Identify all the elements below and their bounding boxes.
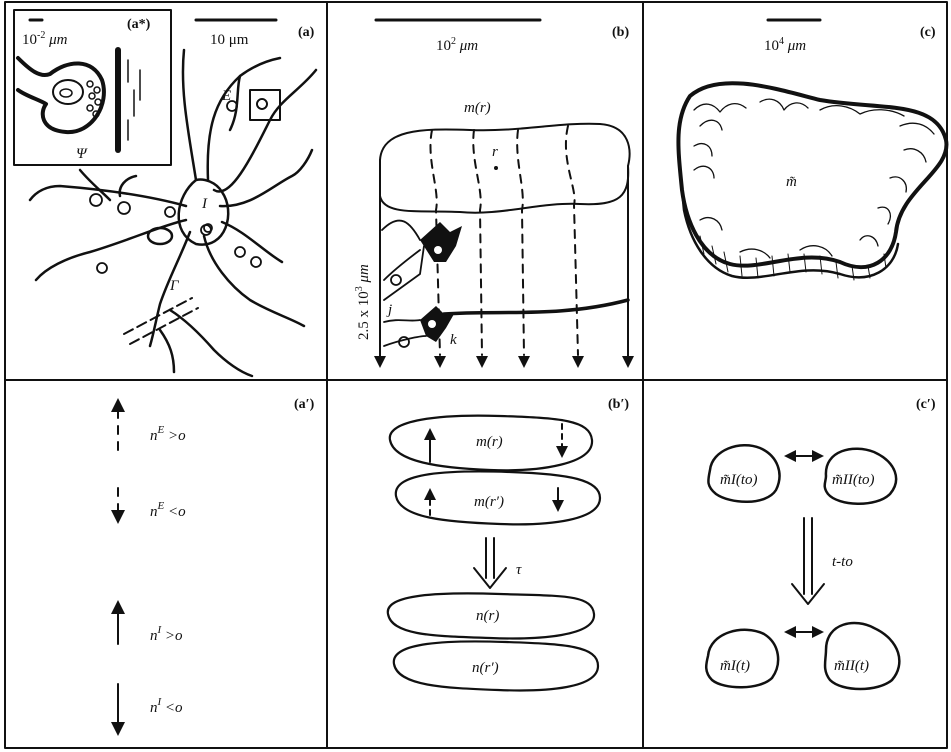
label-m-II-t0: m̃II(to) <box>832 472 874 488</box>
label-b-prime-m-rp: m(r′) <box>474 494 504 510</box>
interaction-arrow-bottom <box>784 626 824 638</box>
panel-c-prime: (c′) m̃I(to) m̃II(to) t-to m̃I(t) m̃II(t… <box>706 397 936 689</box>
arrow-nE-negative <box>111 488 125 524</box>
label-m-I-t: m̃I(t) <box>720 658 750 674</box>
arrow-nE-positive <box>111 398 125 450</box>
cortex-folds <box>694 99 934 258</box>
panel-b-prime: (b′) m(r) m(r′) τ n(r) n(r′) <box>388 397 630 690</box>
label-m-r: m(r) <box>464 100 491 116</box>
panel-label-a-star: (a*) <box>127 17 151 32</box>
scale-label-c: 104 μm <box>764 36 806 54</box>
label-r: r <box>492 144 498 160</box>
label-Gamma: Γ <box>169 278 180 294</box>
panel-label-a-prime: (a′) <box>294 397 315 412</box>
label-b-prime-n-rp: n(r′) <box>472 660 499 676</box>
label-k: k <box>450 332 457 348</box>
scale-label-a: 10 μm <box>210 32 249 48</box>
time-double-arrow <box>792 518 824 604</box>
mitochondrion <box>53 80 83 104</box>
point-r <box>494 166 498 170</box>
panel-a-prime: (a′) nE >o nE <o nI >o nI <o <box>111 397 315 736</box>
row-nE-positive: nE >o <box>150 424 186 444</box>
column-neurons <box>382 221 628 347</box>
label-m-I-t0: m̃I(to) <box>720 472 758 488</box>
panel-a: 10 μm (a) E <box>30 20 316 376</box>
psi-label: Ψ <box>76 146 88 162</box>
label-tau: τ <box>516 562 522 578</box>
label-b-prime-m-r: m(r) <box>476 434 503 450</box>
scale-label-a-star: 10-2 μm <box>22 30 68 48</box>
neuron-drawing <box>30 50 316 376</box>
column-top <box>380 124 630 213</box>
panel-label-a: (a) <box>298 25 315 40</box>
zoom-box <box>250 90 280 120</box>
label-j: j <box>386 302 392 318</box>
panel-b: 102 μm (b) m(r) r <box>354 20 634 368</box>
label-E: E <box>221 88 231 104</box>
label-dt: t-to <box>832 554 853 570</box>
depth-label: 2.5 x 103 μm <box>354 264 372 340</box>
column-arrowheads <box>374 356 634 368</box>
arrow-nI-negative <box>111 684 125 736</box>
panel-c: 104 μm (c) <box>678 20 946 280</box>
panel-a-star: 10-2 μm (a*) Ψ <box>14 10 171 165</box>
panel-label-b: (b) <box>612 25 629 40</box>
tau-double-arrow <box>474 538 506 588</box>
row-nE-negative: nE <o <box>150 500 186 520</box>
label-m-II-t: m̃II(t) <box>834 658 869 674</box>
row-nI-positive: nI >o <box>150 624 183 644</box>
blob-m-II-t <box>825 623 899 689</box>
label-b-prime-n-r: n(r) <box>476 608 499 624</box>
panel-label-c: (c) <box>920 25 936 40</box>
row-nI-negative: nI <o <box>150 696 183 716</box>
panel-label-b-prime: (b′) <box>608 397 629 412</box>
label-I: I <box>201 196 208 212</box>
label-m-tilde: m̃ <box>786 174 797 190</box>
arrow-nI-positive <box>111 600 125 644</box>
interaction-arrow-top <box>784 450 824 462</box>
panel-label-c-prime: (c′) <box>916 397 936 412</box>
scale-label-b: 102 μm <box>436 36 478 54</box>
